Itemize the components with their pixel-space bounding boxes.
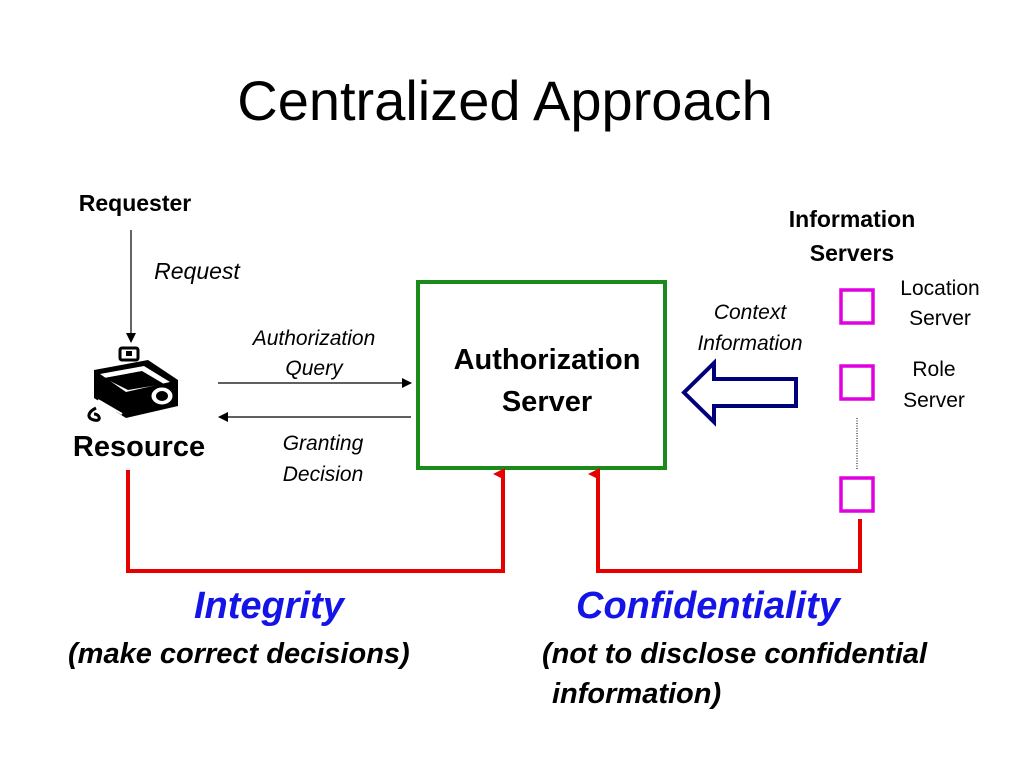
- projector-icon: [87, 346, 178, 422]
- role-server-box: [839, 364, 875, 401]
- information-servers-label-1: Information: [789, 206, 916, 232]
- integrity-path: [126, 468, 505, 573]
- role-server-label-1: Role: [912, 358, 955, 381]
- authorization-server-label-1: Authorization: [454, 344, 641, 376]
- context-information-label-1: Context: [714, 301, 788, 324]
- resource-label: Resource: [73, 431, 205, 463]
- granting-decision-label-2: Decision: [283, 463, 364, 486]
- request-label: Request: [154, 258, 241, 284]
- context-information-label-2: Information: [697, 332, 802, 355]
- confidentiality-path: [588, 468, 862, 573]
- location-server-label-2: Server: [909, 307, 971, 330]
- granting-decision-label-1: Granting: [283, 432, 364, 455]
- information-servers-label-2: Servers: [810, 240, 894, 266]
- confidentiality-description-1: (not to disclose confidential: [542, 638, 928, 670]
- requester-label: Requester: [79, 190, 192, 216]
- location-server-box: [839, 288, 875, 325]
- role-server-label-2: Server: [903, 389, 965, 412]
- integrity-description: (make correct decisions): [68, 638, 410, 670]
- confidentiality-description-2: information): [552, 678, 722, 710]
- authorization-server-box: [416, 280, 667, 470]
- integrity-heading: Integrity: [194, 585, 344, 627]
- authorization-server-label-2: Server: [502, 386, 592, 418]
- location-server-label-1: Location: [900, 277, 979, 300]
- authorization-query-label-2: Query: [285, 357, 344, 380]
- authorization-query-label-1: Authorization: [251, 327, 376, 350]
- other-server-box: [839, 476, 875, 513]
- context-information-arrow: [681, 358, 798, 427]
- slide-title: Centralized Approach: [237, 69, 773, 132]
- confidentiality-heading: Confidentiality: [576, 585, 840, 627]
